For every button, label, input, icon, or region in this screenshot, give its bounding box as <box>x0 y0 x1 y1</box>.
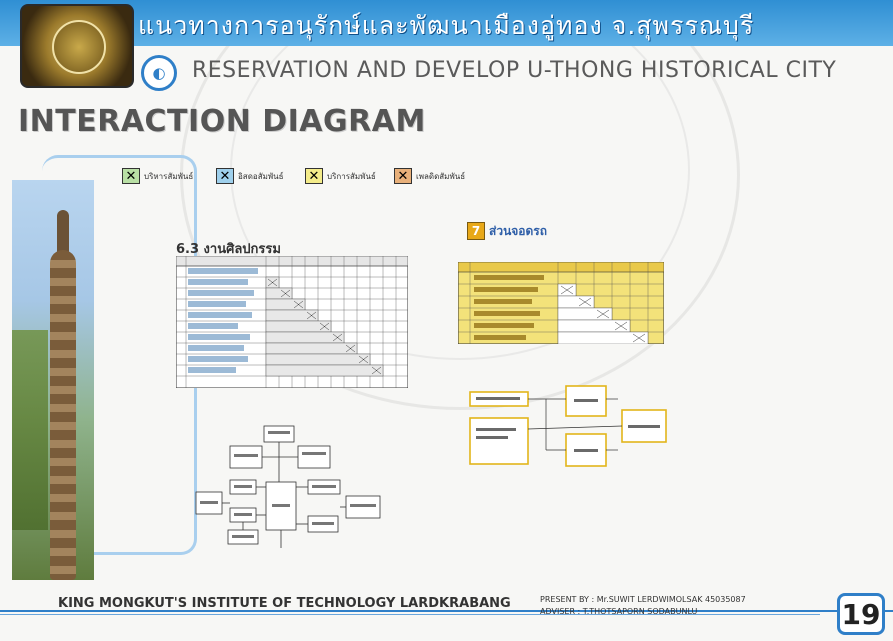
project-logo-icon: ◐ <box>141 55 177 91</box>
legend-swatch: ✕ <box>216 168 234 184</box>
university-logo <box>20 4 134 88</box>
section-title-parking: ส่วนจอดรถ <box>489 222 547 241</box>
logo-emblem <box>52 20 106 74</box>
legend-item: ✕ บริหารสัมพันธ์ <box>122 168 193 184</box>
flow-diagram-parking <box>468 384 668 470</box>
legend-item: ✕ เพลดิดสัมพันธ์ <box>394 168 465 184</box>
interaction-matrix-art <box>176 256 408 388</box>
legend-label: เพลดิดสัมพันธ์ <box>416 170 465 183</box>
legend-label: บริหารสัมพันธ์ <box>144 170 193 183</box>
page-number: 19 <box>837 593 885 635</box>
page-heading: INTERACTION DIAGRAM <box>18 104 426 139</box>
legend-item: ✕ บริการสัมพันธ์ <box>305 168 376 184</box>
thai-title: แนวทางการอนุรักษ์และพัฒนาเมืองอู่ทอง จ.ส… <box>138 6 754 46</box>
legend-swatch: ✕ <box>394 168 412 184</box>
section-number-badge: 7 <box>467 222 485 240</box>
footer-adviser: ADVISER : T.THOTSAPORN SODABUNLU <box>540 607 697 616</box>
legend-swatch: ✕ <box>305 168 323 184</box>
legend-label: อิสดอสัมพันธ์ <box>238 170 283 183</box>
interaction-matrix-parking <box>458 262 664 344</box>
photo-foliage <box>12 330 48 530</box>
legend-item: ✕ อิสดอสัมพันธ์ <box>216 168 283 184</box>
pillar-photo <box>12 180 94 580</box>
footer-presenter: PRESENT BY : Mr.SUWIT LERDWIMOLSAK 45035… <box>540 595 746 604</box>
legend-swatch: ✕ <box>122 168 140 184</box>
flow-diagram-art <box>188 424 384 550</box>
footer-institution: KING MONGKUT'S INSTITUTE OF TECHNOLOGY L… <box>58 596 511 611</box>
photo-pillar <box>50 250 76 580</box>
page-subtitle: RESERVATION AND DEVELOP U-THONG HISTORIC… <box>192 58 836 83</box>
legend-label: บริการสัมพันธ์ <box>327 170 376 183</box>
